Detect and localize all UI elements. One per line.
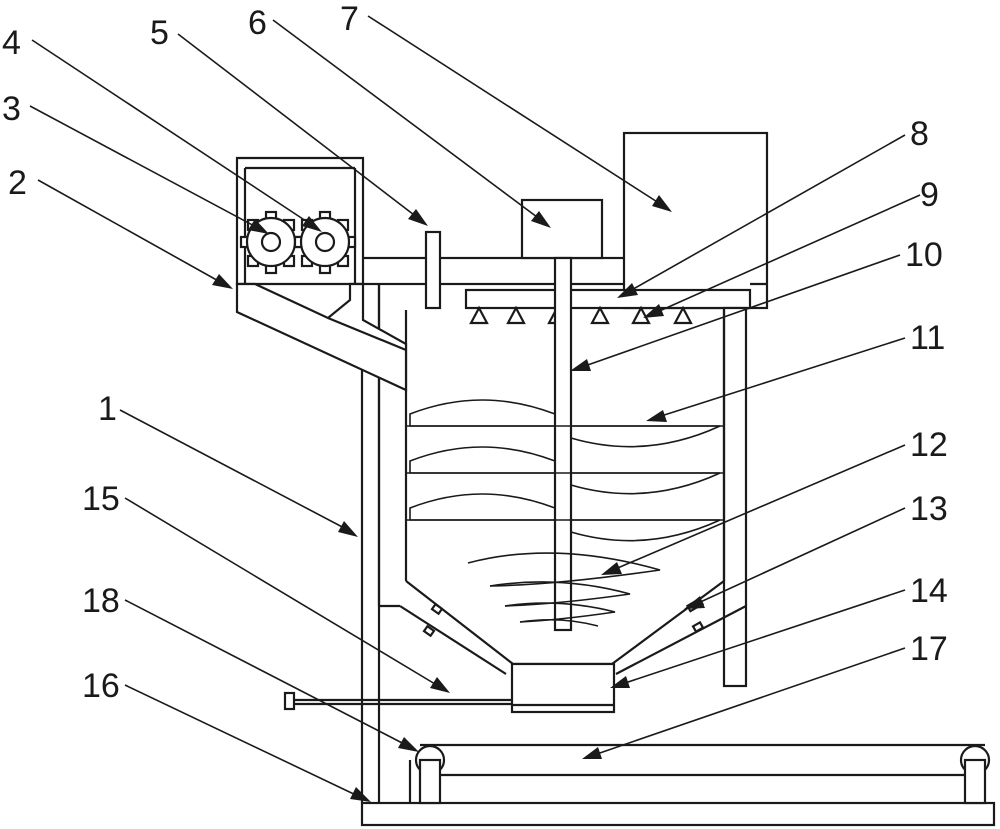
label-17: 17 <box>910 630 948 668</box>
label-16: 16 <box>82 667 120 705</box>
label-9: 9 <box>920 176 939 214</box>
label-13: 13 <box>910 490 948 528</box>
label-12: 12 <box>910 426 948 464</box>
crushing-gear-right <box>293 210 357 275</box>
label-7: 7 <box>340 0 359 38</box>
vent-post <box>424 230 442 310</box>
label-3: 3 <box>2 90 21 128</box>
stirring-blades <box>406 399 724 542</box>
spray-pipe <box>464 288 752 310</box>
right-support-leg <box>722 306 748 688</box>
label-11: 11 <box>910 319 945 357</box>
storage-tank <box>622 131 769 310</box>
crushing-gear-left <box>239 210 303 275</box>
label-15: 15 <box>82 480 120 518</box>
stirring-shaft <box>553 256 573 632</box>
label-8: 8 <box>910 115 929 153</box>
mixing-vessel <box>404 310 726 666</box>
push-rod <box>283 691 512 711</box>
label-6: 6 <box>248 4 267 42</box>
leader-lines <box>29 15 921 802</box>
base-plate <box>360 801 996 827</box>
motor-box <box>520 198 604 260</box>
label-1: 1 <box>98 390 117 428</box>
label-4: 4 <box>2 24 21 62</box>
discharge-box <box>510 662 616 714</box>
label-18: 18 <box>82 582 120 620</box>
label-10: 10 <box>905 236 943 274</box>
label-14: 14 <box>910 572 948 610</box>
part-labels: 1 2 3 4 5 6 7 8 9 10 11 12 13 14 15 16 1… <box>2 0 948 705</box>
spiral-ribbon <box>467 552 661 627</box>
label-5: 5 <box>150 14 169 52</box>
conveyor-belt <box>408 743 991 805</box>
label-2: 2 <box>8 164 27 202</box>
